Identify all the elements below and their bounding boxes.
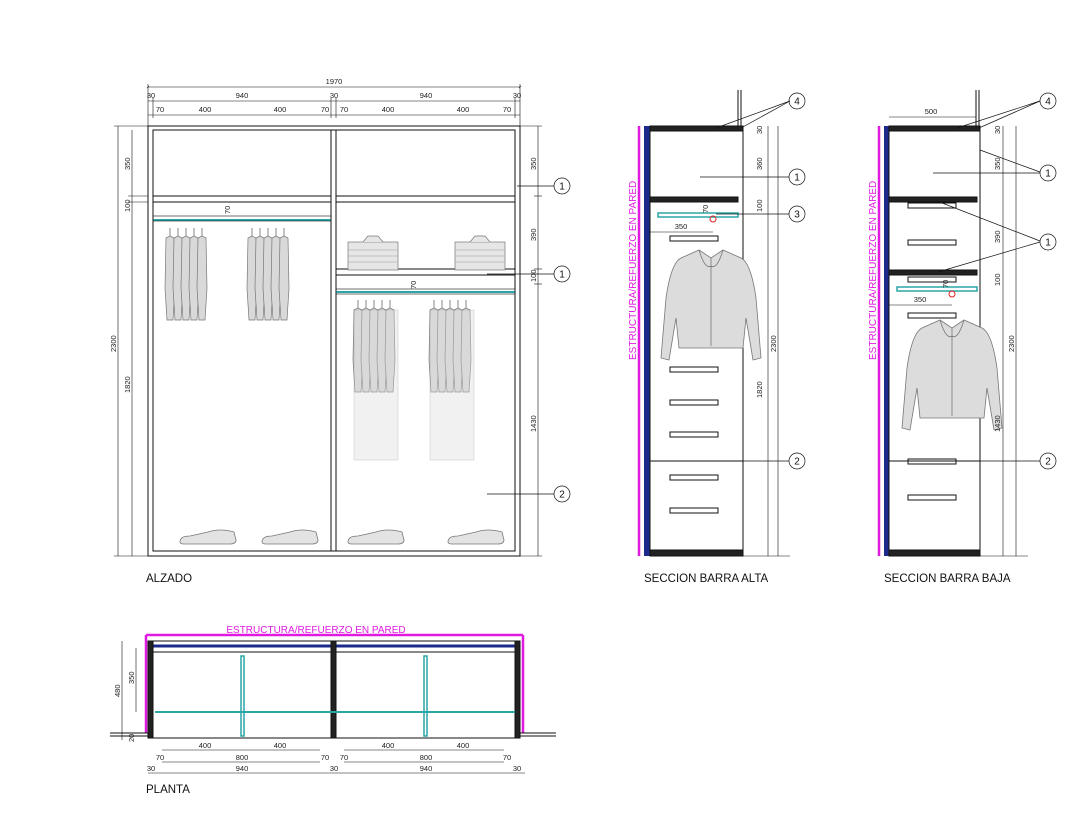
planta-dimensions: 480 350 20 400 400 400 400 70 800 70 70 … [113, 641, 525, 774]
dim-400d: 400 [457, 105, 470, 114]
callout-alta-3: 3 [794, 210, 800, 221]
planta-dim-70a: 70 [156, 753, 164, 762]
callout-alzado-1b: 1 [559, 270, 565, 281]
callout-alta-2: 2 [794, 457, 800, 468]
seccion-alta-view: ESTRUCTURA/REFUERZO EN PARED 350 30 360 … [628, 90, 806, 585]
alzado-callouts [487, 177, 571, 503]
planta-dim-30c: 30 [513, 764, 521, 773]
baja-dimensions: 500 350 30 350 390 100 2300 1430 70 [889, 107, 1028, 557]
dim-400c: 400 [382, 105, 395, 114]
dim-70d: 70 [503, 105, 511, 114]
alzado-view: 1970 30 940 30 940 30 70 400 400 70 70 4… [109, 77, 571, 585]
planta-dim-350: 350 [127, 671, 136, 684]
dim-70b: 70 [321, 105, 329, 114]
planta-dim-800b: 800 [420, 753, 433, 762]
dim-bar-right: 70 [409, 281, 418, 289]
baja-title: SECCION BARRA BAJA [884, 573, 1011, 585]
baja-dim-top-width: 500 [925, 107, 938, 116]
baja-wall-label: ESTRUCTURA/REFUERZO EN PARED [868, 181, 879, 360]
baja-dim-depth: 350 [914, 295, 927, 304]
planta-dim-400d: 400 [457, 741, 470, 750]
planta-dim-70d: 70 [503, 753, 511, 762]
dim-400a: 400 [199, 105, 212, 114]
baja-dim-390: 390 [993, 230, 1002, 243]
dim-module-left: 940 [236, 91, 249, 100]
planta-dim-30a: 30 [147, 764, 155, 773]
dim-center: 30 [330, 91, 338, 100]
callout-alta-1: 1 [794, 173, 800, 184]
planta-dim-940b: 940 [420, 764, 433, 773]
baja-callouts [889, 92, 1057, 470]
callout-baja-2: 2 [1045, 457, 1051, 468]
planta-dim-800a: 800 [236, 753, 249, 762]
alzado-frame [147, 125, 521, 557]
callout-baja-4: 4 [1045, 97, 1051, 108]
dim-total-width: 1970 [326, 77, 343, 86]
dim-70c: 70 [340, 105, 348, 114]
dim-70a: 70 [156, 105, 164, 114]
planta-dim-400c: 400 [382, 741, 395, 750]
baja-dim-100: 100 [993, 273, 1002, 286]
dim-side-left: 30 [147, 91, 155, 100]
alta-dim-depth: 350 [675, 222, 688, 231]
alzado-dimensions: 1970 30 940 30 940 30 70 400 400 70 70 4… [109, 77, 542, 557]
alta-wall-label: ESTRUCTURA/REFUERZO EN PARED [628, 181, 639, 360]
alta-dim-1820: 1820 [755, 381, 764, 398]
dim-module-right: 940 [420, 91, 433, 100]
dim-v2300: 2300 [109, 335, 118, 352]
planta-dim-30b: 30 [330, 764, 338, 773]
callout-alzado-2: 2 [559, 490, 565, 501]
planta-wall-label: ESTRUCTURA/REFUERZO EN PARED [226, 625, 405, 636]
dim-400b: 400 [274, 105, 287, 114]
alzado-clothes [164, 227, 506, 545]
dim-r390: 390 [529, 228, 538, 241]
callout-baja-1b: 1 [1045, 238, 1051, 249]
dim-v1820: 1820 [123, 376, 132, 393]
baja-dim-350: 350 [993, 157, 1002, 170]
alta-dim-bar70: 70 [701, 205, 710, 213]
planta-dim-400a: 400 [199, 741, 212, 750]
planta-dim-940a: 940 [236, 764, 249, 773]
planta-title: PLANTA [146, 784, 190, 796]
callout-alta-4: 4 [794, 97, 800, 108]
planta-dim-20: 20 [127, 734, 136, 742]
dim-bar-left: 70 [223, 206, 232, 214]
planta-dim-70b: 70 [321, 753, 329, 762]
alta-dim-360: 360 [755, 157, 764, 170]
alta-dim-100: 100 [755, 199, 764, 212]
alta-callouts [650, 92, 806, 470]
alta-dim-top: 30 [755, 126, 764, 134]
baja-dim-1430: 1430 [993, 415, 1002, 432]
dim-side-right: 30 [513, 91, 521, 100]
planta-dim-400b: 400 [274, 741, 287, 750]
baja-dim-bar70: 70 [941, 280, 950, 288]
dim-v350: 350 [123, 157, 132, 170]
dim-r350: 350 [529, 157, 538, 170]
callout-alzado-1a: 1 [559, 182, 565, 193]
seccion-baja-view: ESTRUCTURA/REFUERZO EN PARED 500 350 30 … [868, 90, 1057, 585]
baja-dim-2300: 2300 [1007, 335, 1016, 352]
planta-view: ESTRUCTURA/REFUERZO EN PARED 480 350 20 … [110, 625, 556, 796]
alta-dim-2300: 2300 [769, 335, 778, 352]
baja-dim-top: 30 [993, 126, 1002, 134]
alta-dimensions: 350 30 360 100 2300 1820 70 [650, 126, 790, 557]
dim-r1430: 1430 [529, 415, 538, 432]
dim-v100: 100 [123, 199, 132, 212]
callout-baja-1a: 1 [1045, 169, 1051, 180]
planta-dim-70c: 70 [340, 753, 348, 762]
alta-title: SECCION BARRA ALTA [644, 573, 769, 585]
planta-dim-480: 480 [113, 684, 122, 697]
dim-r100: 100 [529, 269, 538, 282]
alzado-title: ALZADO [146, 573, 192, 585]
